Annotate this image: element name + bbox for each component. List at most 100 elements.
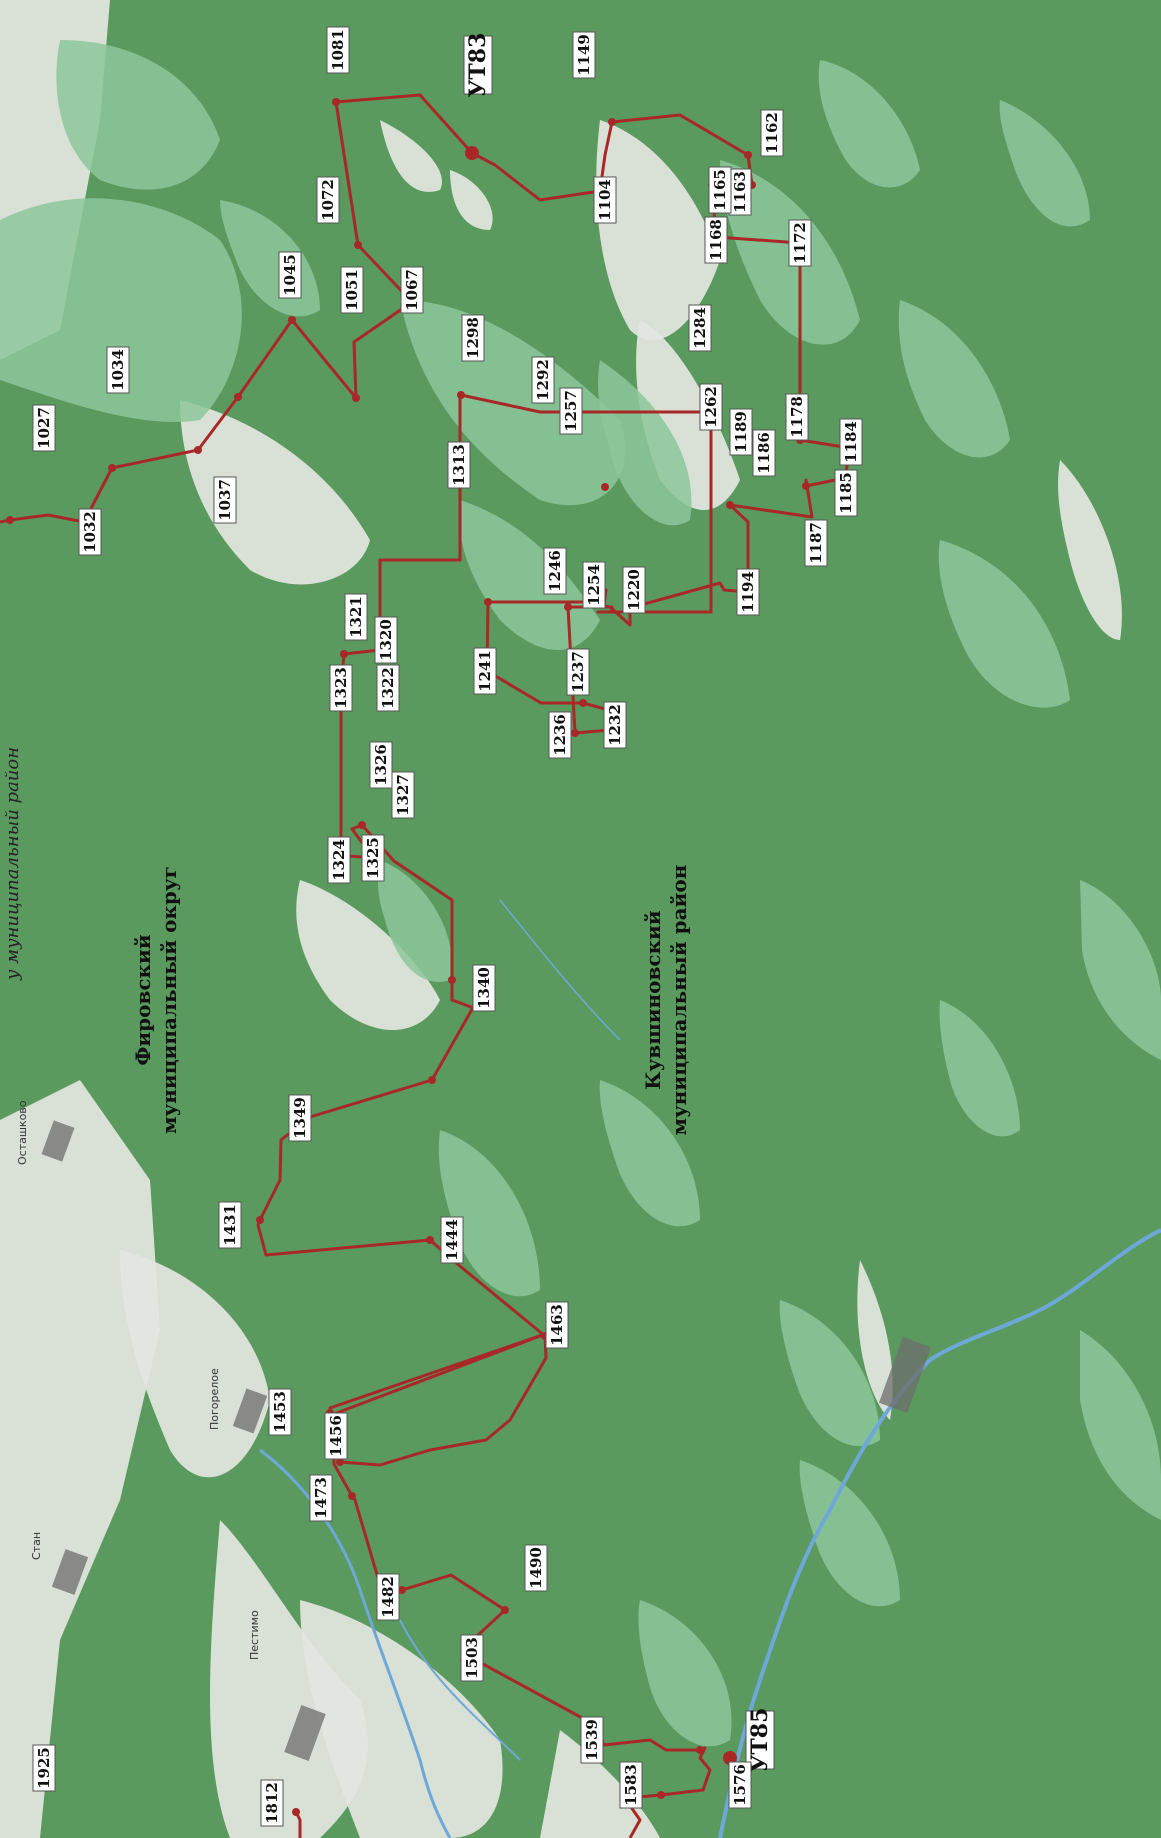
point-label-box (729, 408, 753, 456)
boundary-vertex (234, 393, 242, 401)
point-label-box (340, 266, 364, 314)
point-label-text: 1072 (319, 179, 337, 221)
point-label-text: 1431 (221, 1204, 239, 1246)
point-label: 1163 (728, 168, 752, 216)
point-label: 1149 (572, 31, 596, 79)
point-label: 1313 (447, 441, 471, 489)
point-label-box (699, 383, 723, 431)
point-label: 1327 (391, 771, 415, 819)
point-label: 1189 (729, 408, 753, 456)
point-label-text: 1323 (332, 667, 350, 709)
point-label: 1453 (268, 1388, 292, 1436)
point-label: 1034 (106, 346, 130, 394)
point-label: 1220 (622, 566, 646, 614)
boundary-vertex (108, 464, 116, 472)
point-label: 1187 (804, 519, 828, 567)
point-label-box (78, 508, 102, 556)
point-label: 1325 (361, 834, 385, 882)
point-label-box (324, 1412, 348, 1460)
point-label-box (440, 1216, 464, 1264)
point-label-box (785, 393, 809, 441)
boundary-vertex (601, 483, 609, 491)
point-label-text: 1490 (527, 1547, 545, 1589)
point-label-box (460, 1634, 484, 1682)
point-label-box (708, 166, 732, 214)
point-label: 1326 (369, 741, 393, 789)
point-label: 1186 (752, 429, 776, 477)
point-label-text: 1185 (837, 472, 855, 514)
point-label: 1037 (213, 476, 237, 524)
point-label-box (580, 1716, 604, 1764)
point-label-text: 1320 (377, 619, 395, 661)
point-label: 1444 (440, 1216, 464, 1264)
point-label: 1473 (309, 1474, 333, 1522)
point-label-box (213, 476, 237, 524)
point-label-box (524, 1544, 548, 1592)
point-label-text: 1236 (551, 714, 569, 756)
point-label-box (447, 441, 471, 489)
point-label-box (32, 1744, 56, 1792)
point-label-box (369, 741, 393, 789)
point-label: 1431 (218, 1201, 242, 1249)
point-label-text: 1349 (291, 1097, 309, 1139)
point-label: 1051 (340, 266, 364, 314)
point-label: УТ85 (745, 1708, 775, 1772)
point-label-text: 1037 (216, 479, 234, 521)
point-label-box (760, 109, 784, 157)
point-label: 1027 (32, 404, 56, 452)
point-label-text: 1321 (347, 596, 365, 638)
point-label-text: 1262 (702, 386, 720, 428)
point-label-text: 1257 (562, 390, 580, 432)
point-label-text: 1032 (81, 511, 99, 553)
boundary-vertex (354, 241, 362, 249)
point-label: 1323 (329, 664, 353, 712)
point-label-box (309, 1474, 333, 1522)
point-label-box (374, 616, 398, 664)
point-label: 1232 (603, 701, 627, 749)
boundary-vertex (579, 699, 587, 707)
point-label-box (288, 1094, 312, 1142)
boundary-line (0, 93, 852, 1838)
point-label: 1081 (326, 26, 350, 74)
boundary-vertex (6, 516, 14, 524)
point-label-box (376, 1573, 400, 1621)
boundary-vertex (696, 1746, 704, 1754)
point-label: 1254 (582, 561, 606, 609)
point-label-text: 1232 (606, 704, 624, 746)
point-label: 1104 (593, 176, 617, 224)
point-label-box (745, 1710, 775, 1770)
point-label-text: 1241 (476, 650, 494, 692)
point-label-text: 1444 (443, 1219, 461, 1261)
point-label-text: 1325 (364, 837, 382, 879)
point-label-box (752, 429, 776, 477)
point-label-box (531, 356, 555, 404)
clearings-layer (0, 0, 1122, 1838)
point-label-text: 1220 (625, 569, 643, 611)
point-label-box (32, 404, 56, 452)
point-label-box (329, 664, 353, 712)
point-label-text: 1576 (731, 1764, 749, 1806)
point-label: 1194 (736, 568, 760, 616)
point-label-text: 1539 (583, 1719, 601, 1761)
boundary-vertex (340, 650, 348, 658)
point-label-box (545, 1301, 569, 1349)
point-label: 1257 (559, 387, 583, 435)
point-label-box (327, 836, 351, 884)
point-label: 1045 (278, 251, 302, 299)
header-fragment: у муниципальный район (2, 747, 23, 981)
reference-point-marker (465, 146, 479, 160)
point-label: 1292 (531, 356, 555, 404)
point-label-text: 1326 (372, 744, 390, 786)
point-label-box (218, 1201, 242, 1249)
boundary-vertex (336, 1458, 344, 1466)
settlements-layer (41, 1120, 932, 1761)
point-label: 1812 (260, 1779, 284, 1827)
point-label: 1456 (324, 1412, 348, 1460)
point-label-text: 1162 (763, 112, 781, 154)
point-label: 1172 (788, 219, 812, 267)
point-label: 1241 (473, 647, 497, 695)
point-label-box (278, 251, 302, 299)
point-label-box (728, 1761, 752, 1809)
point-label-text: 1246 (546, 550, 564, 592)
